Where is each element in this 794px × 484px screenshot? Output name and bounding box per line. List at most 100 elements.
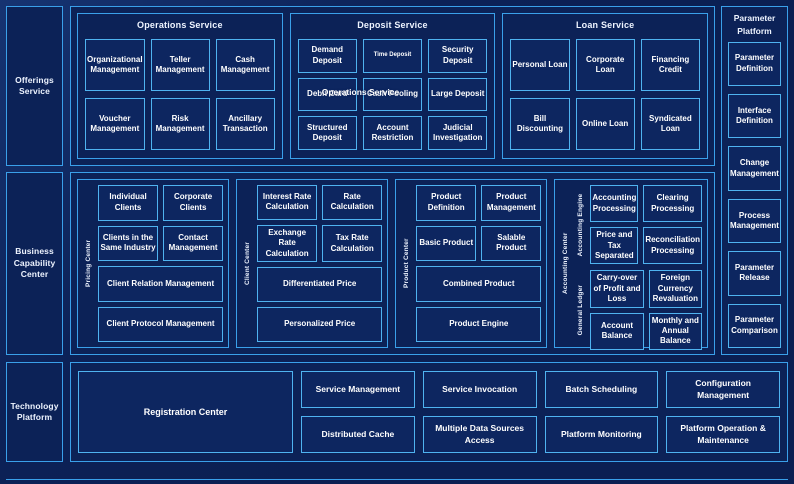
- tile-bill-discounting[interactable]: Bill Discounting: [510, 98, 570, 150]
- tile-individual-clients[interactable]: Individual Clients: [98, 185, 159, 221]
- capability-center-client[interactable]: Client Center Interest Rate Calculation …: [236, 179, 389, 348]
- accounting-subgroup-general-ledger: General Ledger Carry-over of Profit and …: [575, 270, 703, 350]
- parameter-platform-rail[interactable]: Parameter Platform Parameter Definition …: [721, 6, 788, 355]
- tile-structured-deposit[interactable]: Structured Deposit: [297, 116, 357, 150]
- general-ledger-grid: Carry-over of Profit and Loss Foreign Cu…: [590, 270, 703, 350]
- tile-debit-card[interactable]: Debit Card: [297, 77, 357, 112]
- tile-service-invocation[interactable]: Service Invocation: [422, 371, 537, 408]
- capability-center-vertical-label: Accounting Center: [562, 232, 570, 295]
- tile-contact-management[interactable]: Contact Management: [163, 225, 224, 261]
- tile-combined-product[interactable]: Combined Product: [416, 266, 542, 302]
- offerings-service-body: Operations Service Organizational Manage…: [70, 6, 715, 166]
- tile-personalized-price[interactable]: Personalized Price: [257, 307, 383, 342]
- tile-rate-calculation[interactable]: Rate Calculation: [322, 185, 383, 220]
- service-group-title: Deposit Service: [357, 20, 428, 30]
- tile-account-balance[interactable]: Account Balance: [590, 312, 644, 350]
- tile-syndicated-loan[interactable]: Syndicated Loan: [640, 98, 700, 150]
- band-label-business-capability-center: Business Capability Center: [6, 172, 63, 355]
- service-group-operations[interactable]: Operations Service Organizational Manage…: [77, 13, 399, 159]
- accounting-subgroups: Accounting Engine Accounting Processing …: [575, 185, 703, 350]
- capability-center-vertical-label: Pricing Center: [85, 239, 92, 288]
- tile-registration-center[interactable]: Registration Center: [78, 371, 293, 453]
- tile-account-restriction[interactable]: Account Restriction: [362, 116, 423, 150]
- service-group-title: Operations Service: [137, 20, 223, 30]
- capability-tile-grid: Interest Rate Calculation Rate Calculati…: [257, 185, 383, 342]
- service-group-loan[interactable]: Loan Service Personal Loan Corporate Loa…: [502, 13, 709, 159]
- tile-judicial-investigation[interactable]: Judicial Investigation: [428, 116, 488, 150]
- tile-configuration-management[interactable]: Configuration Management: [666, 371, 780, 408]
- tile-product-engine[interactable]: Product Engine: [416, 306, 542, 342]
- band-technology-platform: Technology Platform Registration Center …: [6, 362, 788, 462]
- service-tile-grid: Organizational Management Teller Managem…: [85, 39, 275, 150]
- tile-online-loan[interactable]: Online Loan: [575, 98, 635, 150]
- tile-product-definition[interactable]: Product Definition: [416, 185, 477, 221]
- parameter-platform-title: Parameter Platform: [728, 12, 781, 38]
- tile-salable-product[interactable]: Salable Product: [481, 225, 542, 261]
- tile-exchange-rate-calculation[interactable]: Exchange Rate Calculation: [257, 224, 318, 263]
- capability-tile-grid: Product Definition Product Management Ba…: [416, 185, 542, 342]
- service-group-title: Loan Service: [575, 20, 635, 30]
- tile-corporate-clients[interactable]: Corporate Clients: [163, 185, 224, 221]
- tile-security-deposit[interactable]: Security Deposit: [428, 39, 488, 73]
- tile-personal-loan[interactable]: Personal Loan: [510, 39, 570, 91]
- tile-parameter-comparison[interactable]: Parameter Comparison: [728, 303, 781, 349]
- tile-monthly-and-annual-balance[interactable]: Monthly and Annual Balance: [648, 312, 703, 350]
- accounting-subgroup-vertical-label: Accounting Engine: [577, 193, 585, 256]
- tile-demand-deposit[interactable]: Demand Deposit: [297, 39, 357, 73]
- tile-voucher-management[interactable]: Voucher Management: [85, 98, 145, 150]
- parameter-platform-title-line1: Parameter: [733, 13, 776, 23]
- service-tile-grid: Personal Loan Corporate Loan Financing C…: [510, 39, 700, 150]
- business-capability-body: Pricing Center Individual Clients Corpor…: [70, 172, 715, 355]
- tile-large-deposit[interactable]: Large Deposit: [428, 77, 488, 112]
- capability-tile-grid: Individual Clients Corporate Clients Cli…: [98, 185, 224, 342]
- capability-center-product[interactable]: Product Center Product Definition Produc…: [395, 179, 548, 348]
- tile-clients-same-industry[interactable]: Clients in the Same Industry: [98, 225, 159, 261]
- tile-corporate-loan[interactable]: Corporate Loan: [575, 39, 635, 91]
- tile-multiple-data-sources-access[interactable]: Multiple Data Sources Access: [422, 416, 537, 453]
- capability-center-pricing[interactable]: Pricing Center Individual Clients Corpor…: [77, 179, 230, 348]
- tile-interface-definition[interactable]: Interface Definition: [728, 93, 781, 139]
- tile-platform-monitoring[interactable]: Platform Monitoring: [544, 416, 659, 453]
- tile-platform-operation-maintenance[interactable]: Platform Operation & Maintenance: [666, 416, 780, 453]
- capability-center-accounting[interactable]: Accounting Center Accounting Engine Acco…: [554, 179, 709, 350]
- tile-organizational-management[interactable]: Organizational Management: [85, 39, 145, 91]
- tile-tax-rate-calculation[interactable]: Tax Rate Calculation: [322, 224, 383, 263]
- tile-parameter-release[interactable]: Parameter Release: [728, 251, 781, 296]
- tile-ancillary-transaction[interactable]: Ancillary Transaction: [215, 98, 275, 150]
- tile-change-management[interactable]: Change Management: [728, 146, 781, 191]
- service-tile-grid: Demand Deposit Time Deposit Security Dep…: [297, 39, 488, 150]
- tile-basic-product[interactable]: Basic Product: [416, 225, 477, 261]
- tile-client-relation-management[interactable]: Client Relation Management: [98, 266, 224, 302]
- tile-batch-scheduling[interactable]: Batch Scheduling: [544, 371, 659, 408]
- bottom-divider: [6, 479, 788, 480]
- tile-client-protocol-management[interactable]: Client Protocol Management: [98, 306, 224, 342]
- tile-distributed-cache[interactable]: Distributed Cache: [301, 416, 415, 453]
- tile-parameter-definition[interactable]: Parameter Definition: [728, 41, 781, 86]
- tile-financing-credit[interactable]: Financing Credit: [640, 39, 700, 91]
- tile-reconciliation-processing[interactable]: Reconciliation Processing: [643, 227, 703, 265]
- tile-clearing-processing[interactable]: Clearing Processing: [643, 185, 703, 223]
- accounting-subgroup-engine: Accounting Engine Accounting Processing …: [575, 185, 703, 265]
- tile-service-management[interactable]: Service Management: [301, 371, 415, 408]
- technology-platform-body: Registration Center Service Management D…: [70, 362, 788, 462]
- band-business-capability-center: Business Capability Center Pricing Cente…: [6, 172, 715, 355]
- tile-cash-management[interactable]: Cash Management: [215, 39, 275, 91]
- tile-differentiated-price[interactable]: Differentiated Price: [257, 267, 383, 303]
- capability-center-vertical-label: Client Center: [244, 241, 252, 286]
- tile-risk-management[interactable]: Risk Management: [150, 98, 210, 150]
- tile-price-and-tax-separated[interactable]: Price and Tax Separated: [590, 227, 639, 265]
- tile-carry-over-of-profit-and-loss[interactable]: Carry-over of Profit and Loss: [590, 270, 644, 308]
- tile-foreign-currency-revaluation[interactable]: Foreign Currency Revaluation: [648, 270, 703, 308]
- technology-column-4: Configuration Management Platform Operat…: [666, 371, 780, 453]
- capability-center-vertical-label: Product Center: [403, 238, 411, 289]
- tile-teller-management[interactable]: Teller Management: [150, 39, 210, 91]
- service-group-deposit[interactable]: Deposit Service Demand Deposit Time Depo…: [289, 13, 496, 159]
- tile-accounting-processing[interactable]: Accounting Processing: [590, 185, 639, 223]
- tile-cash-pooling[interactable]: Cash Pooling: [362, 77, 423, 112]
- tile-product-management[interactable]: Product Management: [481, 185, 542, 221]
- band-offerings-service: Offerings Service Operations Service Org…: [6, 6, 715, 166]
- tile-interest-rate-calculation[interactable]: Interest Rate Calculation: [257, 185, 318, 220]
- tile-process-management[interactable]: Process Management: [728, 198, 781, 244]
- tile-time-deposit[interactable]: Time Deposit: [362, 39, 423, 73]
